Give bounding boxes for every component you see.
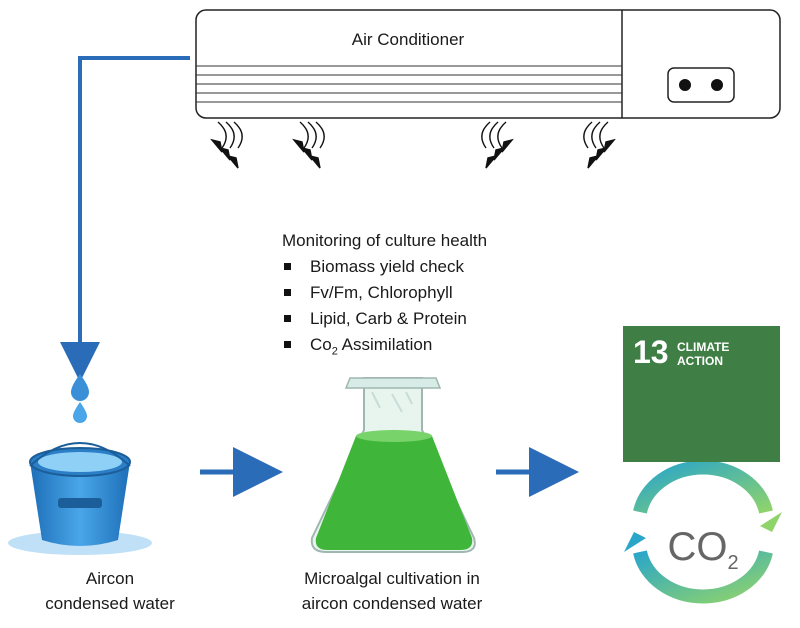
bucket-icon [8,442,152,555]
co2-item-rest: Assimilation [337,335,433,354]
water-drop-icon [73,402,87,423]
sdg-number: 13 [633,334,669,370]
airflow-icon [292,121,325,169]
monitoring-panel: Monitoring of culture health Biomass yie… [282,228,487,364]
sdg-title-line: ACTION [677,354,723,368]
air-conditioner-unit [195,9,781,119]
monitoring-item: Lipid, Carb & Protein [282,306,487,332]
monitoring-item-co2: Co2 Assimilation [282,332,487,364]
air-conditioner-label: Air Conditioner [351,30,465,49]
sdg13-climate-action-badge: 13 CLIMATE ACTION [623,326,780,462]
water-drop-icon [71,374,89,401]
co2-logo-text: CO2 [648,525,758,575]
co2-cycle-icon [624,460,782,604]
airflow-icon [210,121,243,169]
airflow-icon [481,121,514,169]
airflow-icon [583,121,616,169]
water-caption: Aircon condensed water [20,566,200,616]
water-caption-line: condensed water [45,594,175,613]
co2-item-sub: 2 [331,345,338,358]
microalgae-caption: Microalgal cultivation in aircon condens… [262,566,522,616]
ac-indicator-dot [679,79,691,91]
co2-item-main: Co [310,335,332,354]
water-caption-line: Aircon [85,569,135,588]
ac-control-panel [667,67,735,103]
condensate-pipe-arrow [60,56,190,382]
monitoring-list: Biomass yield check Fv/Fm, Chlorophyll L… [282,254,487,364]
microalgae-caption-line: aircon condensed water [301,594,483,613]
monitoring-item: Fv/Fm, Chlorophyll [282,280,487,306]
monitoring-item: Biomass yield check [282,254,487,280]
ac-indicator-dot [711,79,723,91]
erlenmeyer-flask-icon [310,377,476,553]
microalgae-caption-line: Microalgal cultivation in [304,569,480,588]
co2-logo-sub: 2 [727,552,739,574]
monitoring-title: Monitoring of culture health [282,231,488,250]
co2-logo-main: CO [667,525,728,569]
sdg-title-line: CLIMATE [677,340,730,354]
sdg-title: CLIMATE ACTION [677,340,767,368]
